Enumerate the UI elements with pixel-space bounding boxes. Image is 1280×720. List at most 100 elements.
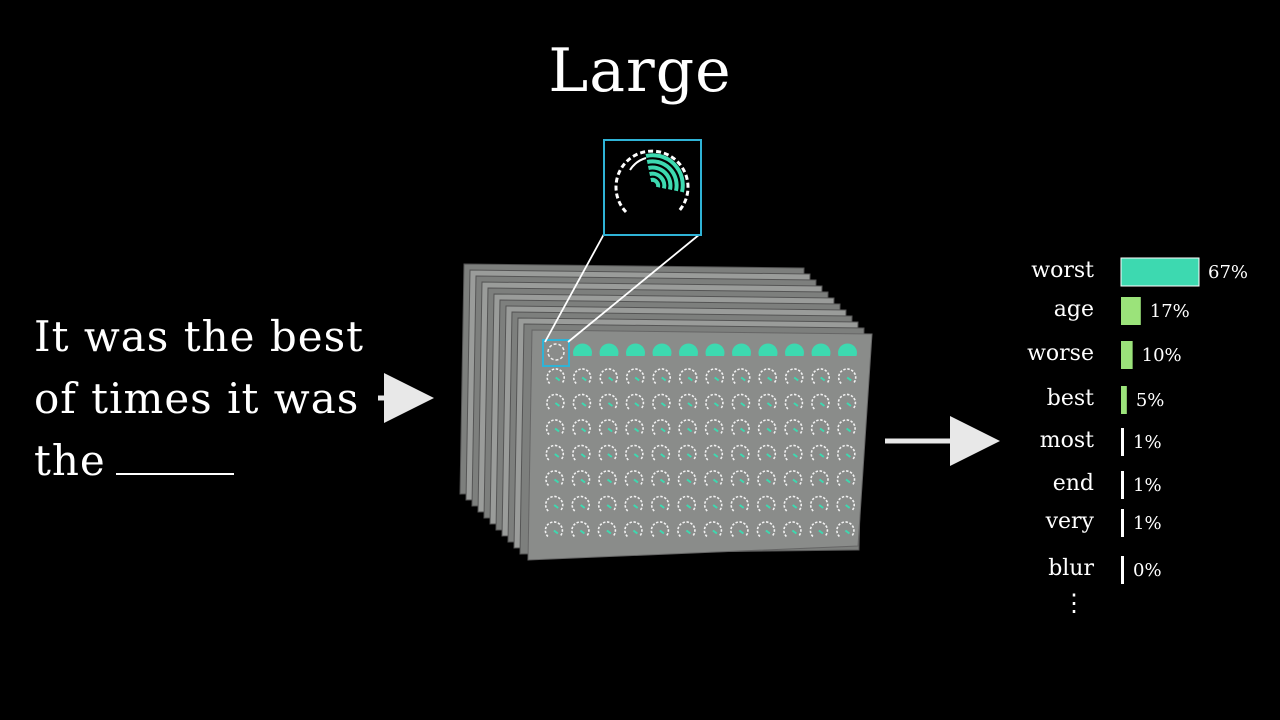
- dial-icon: [625, 419, 644, 436]
- dial-icon: [757, 444, 777, 461]
- dial-icon: [703, 521, 723, 538]
- dial-icon: [836, 521, 855, 538]
- prediction-word: end: [1052, 471, 1094, 496]
- dial-icon: [783, 495, 802, 512]
- dial-icon: [837, 444, 856, 461]
- prediction-percent: 10%: [1141, 345, 1182, 366]
- prediction-percent: 67%: [1208, 262, 1249, 283]
- dial-icon: [705, 343, 725, 356]
- dial-icon: [652, 343, 672, 356]
- dial-icon: [625, 368, 645, 385]
- dial-icon: [547, 343, 565, 361]
- dial-icon: [599, 368, 618, 385]
- dial-icon: [545, 444, 565, 461]
- dial-icon: [731, 343, 752, 356]
- dial-icon: [572, 444, 591, 461]
- dial-icon: [811, 393, 830, 410]
- prediction-bar: [1121, 471, 1124, 499]
- prediction-word: best: [1046, 386, 1094, 411]
- dial-icon: [731, 393, 751, 410]
- dial-icon: [810, 444, 830, 461]
- zoom-line-right: [567, 233, 701, 343]
- prompt-text: It was the best of times it was the: [34, 306, 394, 492]
- dial-icon: [599, 343, 619, 356]
- prediction-percent: 1%: [1133, 475, 1162, 496]
- dial-icon: [758, 343, 778, 356]
- dial-icon: [730, 470, 750, 487]
- dial-icon: [571, 495, 590, 512]
- dial-icon: [836, 495, 855, 512]
- dial-icon: [705, 393, 724, 410]
- prediction-word: worst: [1031, 258, 1094, 283]
- dial-icon: [598, 470, 617, 487]
- dial-icon: [544, 495, 564, 512]
- dial-icon: [652, 368, 671, 385]
- dial-icon: [704, 419, 724, 436]
- dial-icon: [784, 444, 803, 461]
- dial-icon: [810, 419, 830, 436]
- dial-icon: [731, 368, 751, 385]
- dial-icon: [838, 343, 857, 356]
- dial-icon: [677, 495, 696, 512]
- prediction-bar: [1120, 257, 1200, 287]
- prediction-bar: [1121, 297, 1141, 325]
- dial-icon: [785, 343, 804, 356]
- dial-icon: [651, 444, 671, 461]
- dial-icon: [784, 393, 804, 410]
- dial-icon: [704, 470, 723, 487]
- prediction-bar: [1121, 386, 1127, 414]
- dial-icon: [758, 368, 777, 385]
- zoom-line-left: [544, 233, 605, 343]
- prediction-percent: 1%: [1133, 432, 1162, 453]
- dial-icon: [836, 470, 856, 487]
- dial-icon: [784, 368, 804, 385]
- dial-icon: [545, 419, 565, 436]
- dial-icon: [650, 495, 670, 512]
- dial-icon: [625, 343, 645, 356]
- prediction-bar: [1121, 341, 1133, 369]
- front-layer-panel: [527, 329, 873, 561]
- dial-icon: [731, 444, 750, 461]
- dial-icon: [811, 368, 830, 385]
- dial-icon: [810, 470, 829, 487]
- prediction-bar: [1121, 509, 1124, 537]
- prediction-percent: 1%: [1133, 513, 1162, 534]
- dial-icon: [757, 419, 777, 436]
- dial-icon: [784, 419, 803, 436]
- dial-icon: [730, 521, 749, 538]
- dial-icon: [546, 368, 565, 385]
- dial-icon: [730, 495, 749, 512]
- dial-icon: [757, 470, 776, 487]
- dial-icon: [598, 419, 618, 436]
- dial-icon: [837, 419, 856, 436]
- dial-icon: [651, 470, 670, 487]
- dial-icon: [624, 521, 643, 538]
- front-panel: [527, 329, 873, 561]
- dial-icon: [652, 393, 671, 410]
- dial-icon: [705, 368, 724, 385]
- blank-line: [115, 449, 234, 475]
- dial-icon: [572, 393, 592, 410]
- dial-icon: [678, 368, 698, 385]
- prediction-word: blur: [1048, 556, 1094, 581]
- prompt-line-3: the: [34, 430, 394, 492]
- dial-icon: [597, 495, 617, 512]
- dial-icon: [572, 368, 592, 385]
- dial-icon: [546, 393, 565, 410]
- zoomed-dial-icon: [614, 149, 690, 214]
- dial-icon: [809, 495, 829, 512]
- dial-icon: [571, 470, 591, 487]
- dial-icon: [625, 393, 645, 410]
- dial-icon: [544, 521, 564, 538]
- dial-icon: [756, 521, 776, 538]
- dial-icon: [703, 495, 723, 512]
- dial-icon: [624, 495, 643, 512]
- zoom-callout: [542, 139, 702, 367]
- dial-icon: [677, 521, 696, 538]
- more-predictions-icon: ⋮: [1062, 589, 1086, 617]
- prediction-percent: 5%: [1135, 390, 1165, 411]
- dial-icon: [599, 393, 618, 410]
- dial-icon: [597, 521, 617, 538]
- dial-icon: [783, 470, 803, 487]
- prompt-line-1: It was the best: [34, 312, 365, 361]
